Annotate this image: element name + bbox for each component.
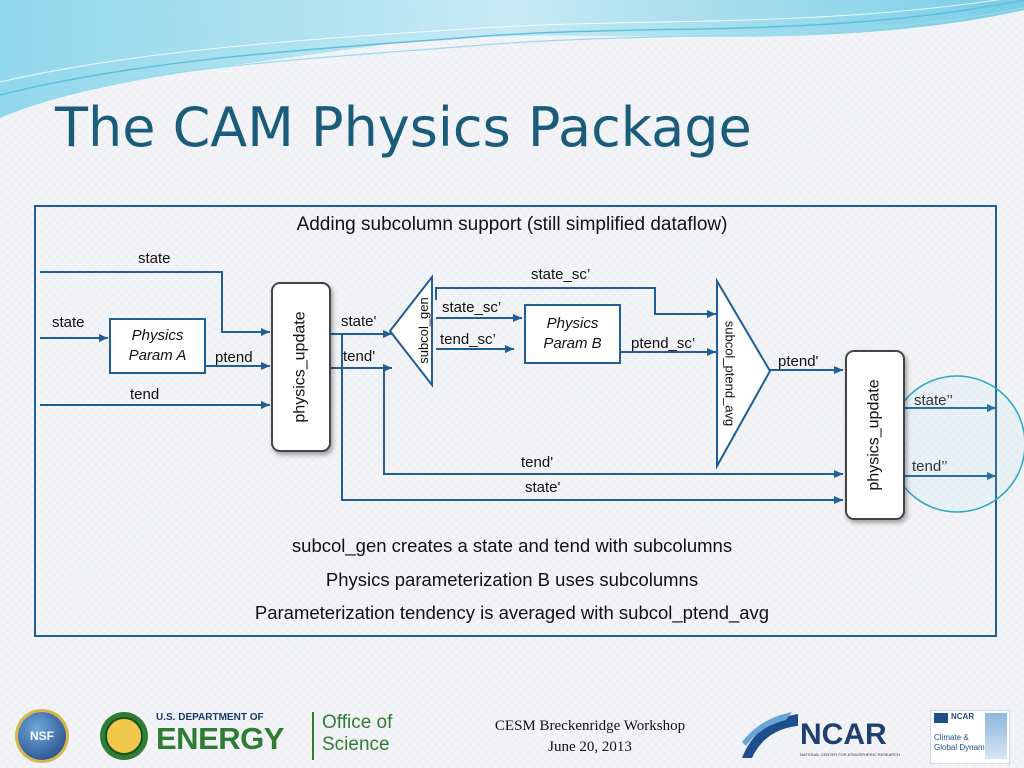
note-line-3: Parameterization tendency is averaged wi… <box>254 602 770 623</box>
slide-title: The CAM Physics Package <box>55 96 752 159</box>
doe-line2: ENERGY <box>156 721 284 756</box>
label-tend-prime-low: tend' <box>521 454 554 471</box>
cgd-image-icon <box>985 713 1007 759</box>
footer-date: June 20, 2013 <box>548 739 632 755</box>
subcol-gen-shape <box>388 274 433 388</box>
header-wave <box>0 0 1024 118</box>
nsf-logo: NSF <box>18 712 66 760</box>
physics-update-label-1: physics_update <box>292 311 309 423</box>
subcol-avg-shape <box>716 277 772 470</box>
ncar-logo: NCAR NATIONAL CENTER FOR ATMOSPHERIC RES… <box>742 712 902 762</box>
office-of-science-wordmark: Office of Science <box>322 712 412 756</box>
subcol-ptend-avg-node: subcol_ptend_avg <box>707 300 753 446</box>
output-highlight-circle <box>888 375 1024 513</box>
subcol-gen-label: subcol_gen <box>415 296 431 364</box>
label-state-prime: state' <box>341 313 377 330</box>
physics-param-a-box: Physics Param A <box>109 318 206 374</box>
label-ptend-sc: ptend_sc’ <box>631 335 696 352</box>
subcol-gen-node: subcol_gen <box>400 282 446 378</box>
doe-seal-icon <box>100 712 148 760</box>
param-b-line1: Physics <box>546 315 599 332</box>
cgd-line2: Global Dynamics <box>934 743 995 752</box>
arrow-state-sc-top <box>435 287 716 318</box>
doe-wordmark: U.S. DEPARTMENT OF ENERGY <box>156 712 306 755</box>
cgd-top-text: NCAR <box>951 712 975 721</box>
footer-event: CESM Breckenridge Workshop <box>494 718 686 734</box>
label-state-sc: state_sc’ <box>442 299 502 316</box>
label-state-prime-low: state' <box>525 479 561 496</box>
arrow-tend-prime-low <box>383 368 843 478</box>
office-line1: Office of <box>322 712 393 733</box>
subcol-avg-label: subcol_ptend_avg <box>722 320 738 426</box>
label-state-sc-top: state_sc’ <box>531 266 591 283</box>
label-state-top: state <box>138 250 171 267</box>
ncar-text: NCAR <box>800 718 887 751</box>
physics-update-label-2: physics_update <box>866 379 883 491</box>
ncar-subtext: NATIONAL CENTER FOR ATMOSPHERIC RESEARCH <box>800 752 900 757</box>
label-tend-out: tend’’ <box>912 458 948 475</box>
ncar-swoosh-icon <box>742 712 798 758</box>
param-a-line2: Param A <box>128 347 187 364</box>
label-tend-sc: tend_sc’ <box>440 331 496 348</box>
arrow-state-prime-low <box>341 334 843 504</box>
note-line-2: Physics parameterization B uses subcolum… <box>325 569 699 590</box>
diagram-heading: Adding subcolumn support (still simplifi… <box>296 214 728 235</box>
arrow-state-top <box>40 271 270 336</box>
label-tend-prime: tend' <box>343 348 376 365</box>
label-state-out: state’’ <box>914 392 953 409</box>
physics-update-box-1: physics_update <box>271 282 331 452</box>
param-b-line2: Param B <box>543 335 602 352</box>
physics-param-b-box: Physics Param B <box>524 304 621 364</box>
cgd-logo: NCAR Climate & Global Dynamics <box>930 710 1010 764</box>
param-a-line1: Physics <box>131 327 184 344</box>
doe-line1: U.S. DEPARTMENT OF <box>156 712 264 723</box>
label-tend-in: tend <box>130 386 160 403</box>
note-line-1: subcol_gen creates a state and tend with… <box>291 535 733 556</box>
label-ptend-a: ptend <box>215 349 253 366</box>
physics-update-box-2: physics_update <box>845 350 905 520</box>
cgd-mark-icon <box>934 713 948 723</box>
label-state-in: state <box>52 314 85 331</box>
cgd-text: Climate & Global Dynamics <box>934 733 994 753</box>
nsf-logo-text: NSF <box>30 729 54 743</box>
doe-divider <box>312 712 314 760</box>
label-ptend-prime: ptend' <box>778 353 819 370</box>
diagram-frame <box>34 205 997 637</box>
office-line2: Science <box>322 734 390 755</box>
cgd-line1: Climate & <box>934 733 969 742</box>
